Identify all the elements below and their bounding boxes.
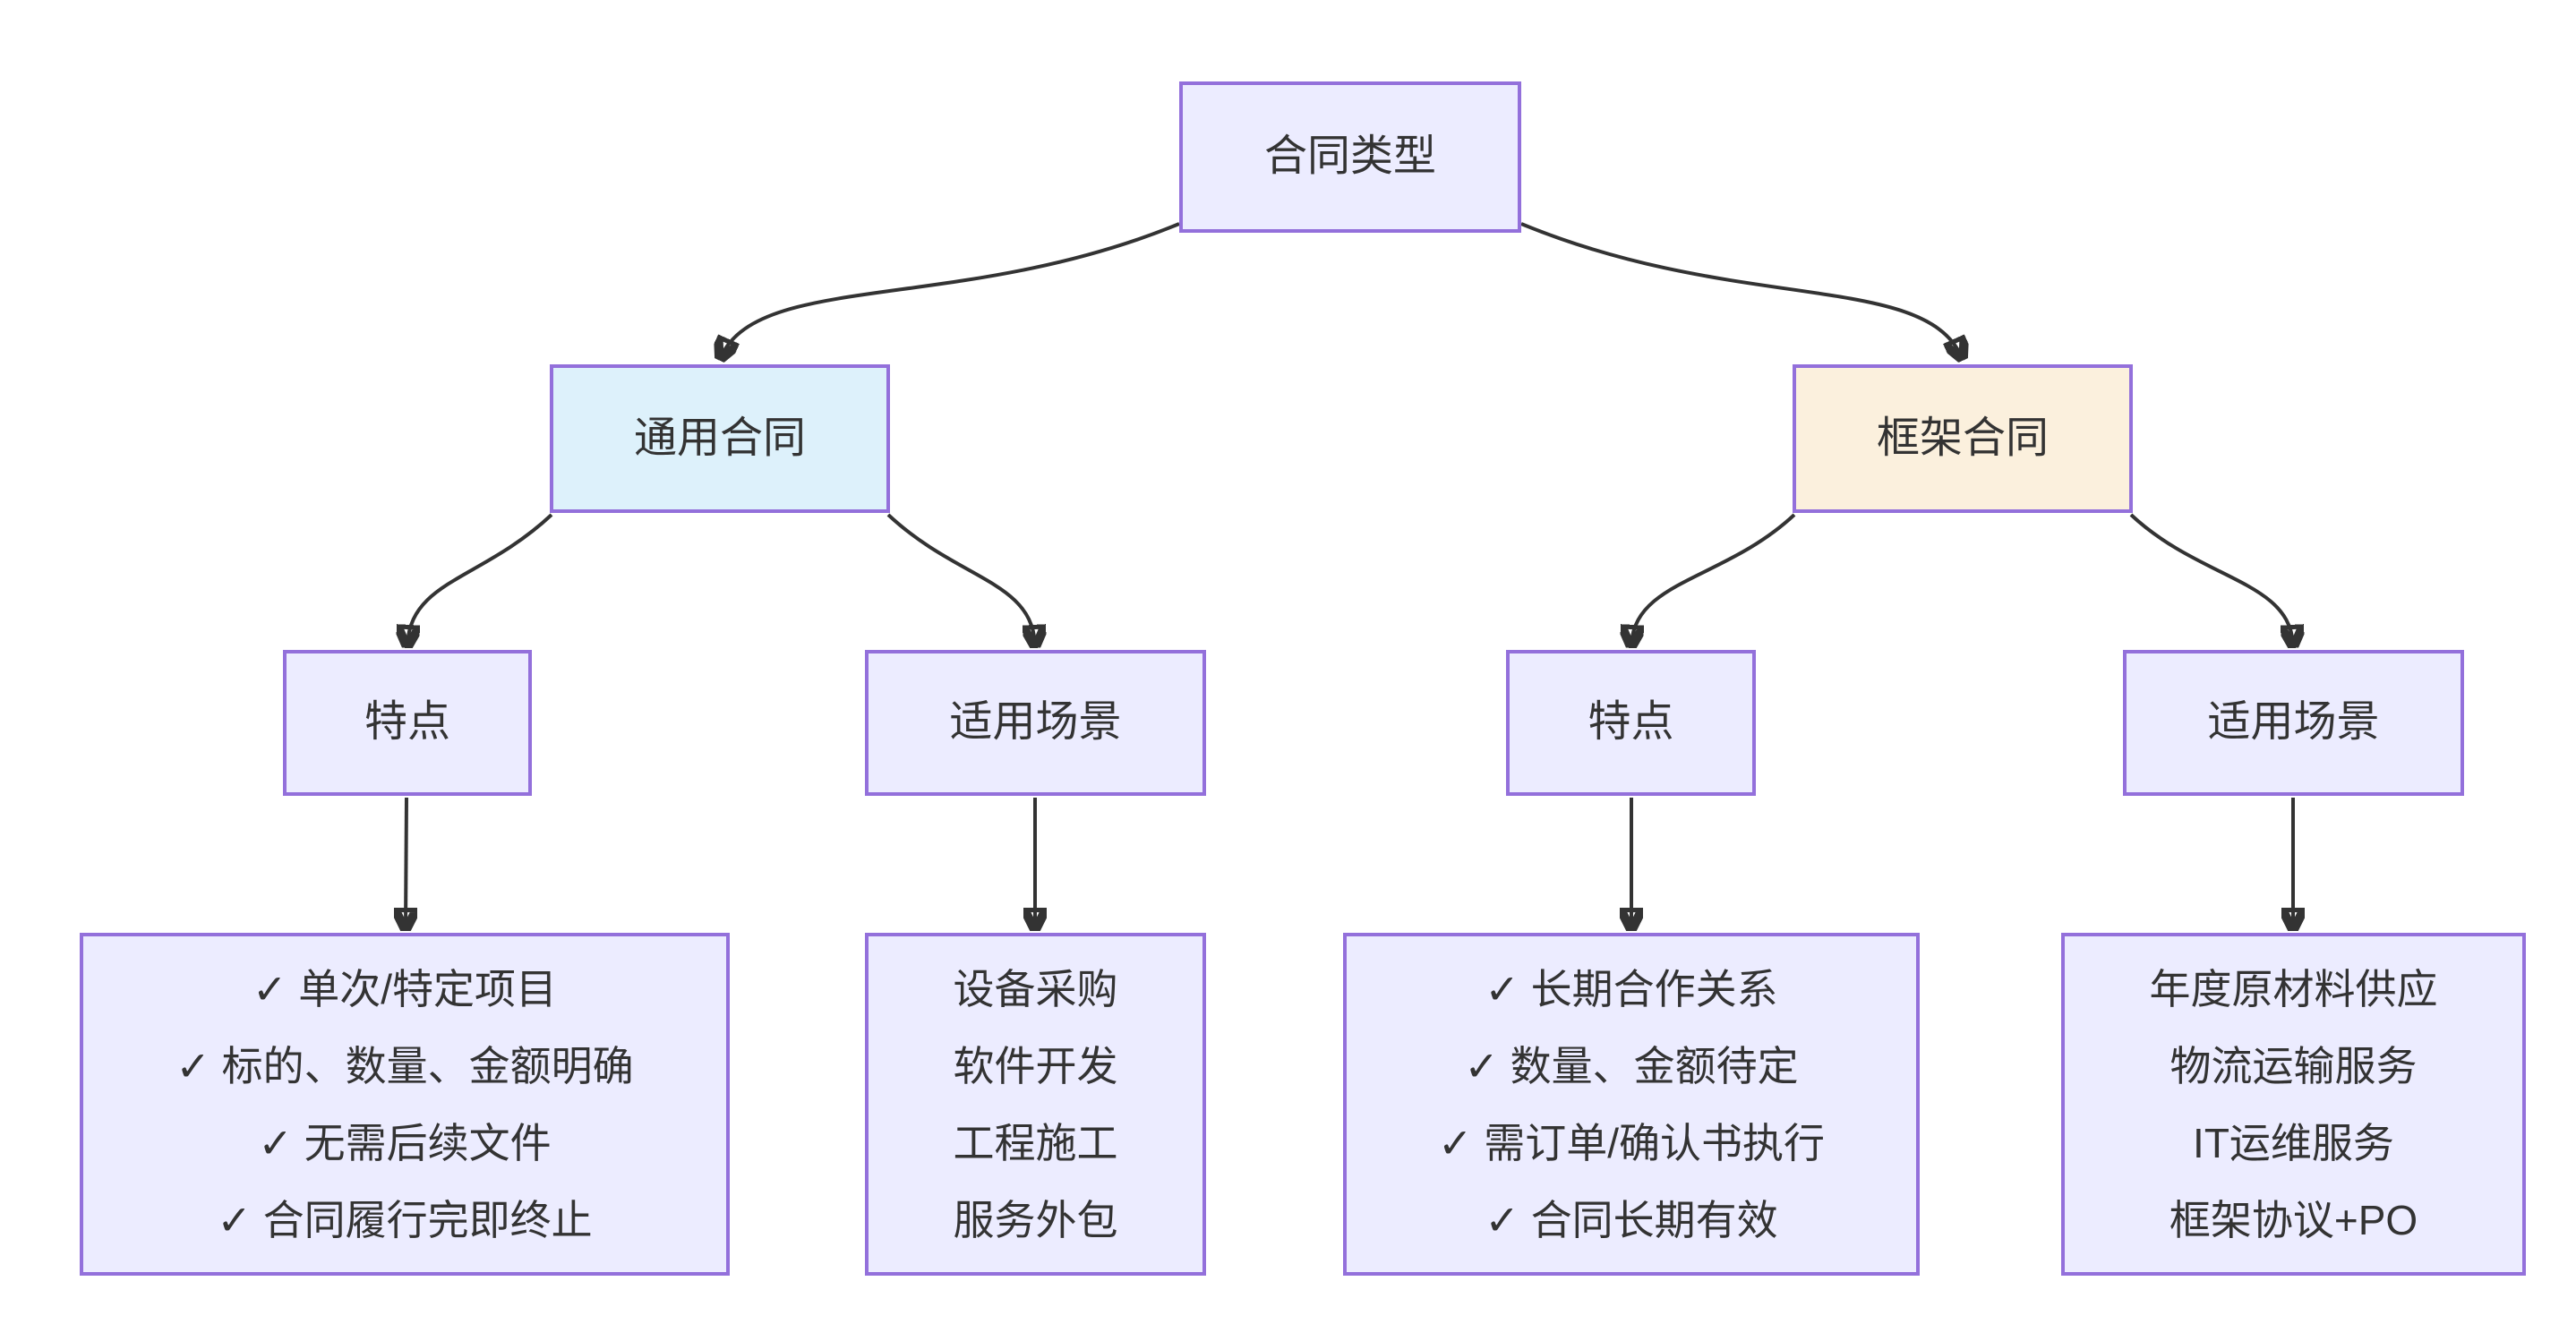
- node-framework-scenarios-title: 适用场景: [2123, 650, 2464, 796]
- detail-line: ✓ 需订单/确认书执行: [1437, 1119, 1826, 1166]
- node-framework-features-title-label: 特点: [1588, 698, 1674, 747]
- edge-root-to-general: [721, 222, 1180, 357]
- edge-general-to-scenarios: [886, 513, 1035, 645]
- detail-line: 设备采购: [953, 965, 1118, 1012]
- detail-line: 工程施工: [953, 1119, 1118, 1166]
- edge-root-to-framework: [1520, 222, 1962, 357]
- node-general-contract: 通用合同: [550, 364, 890, 513]
- node-framework-features-detail: ✓ 长期合作关系 ✓ 数量、金额待定 ✓ 需订单/确认书执行 ✓ 合同长期有效: [1343, 933, 1920, 1276]
- detail-line: 框架协议+PO: [2169, 1196, 2418, 1243]
- node-contract-type-label: 合同类型: [1263, 132, 1436, 181]
- edge-general-to-features: [407, 513, 553, 645]
- node-framework-features-title: 特点: [1506, 650, 1756, 796]
- edge-framework-to-features: [1631, 513, 1796, 645]
- detail-line: 服务外包: [953, 1196, 1118, 1243]
- detail-line: ✓ 合同长期有效: [1485, 1196, 1778, 1243]
- node-general-features-title-label: 特点: [364, 698, 450, 747]
- detail-line: ✓ 长期合作关系: [1485, 965, 1778, 1012]
- node-general-scenarios-title-label: 适用场景: [949, 698, 1122, 747]
- detail-line: ✓ 合同履行完即终止: [217, 1196, 593, 1243]
- detail-line: IT运维服务: [2193, 1119, 2394, 1166]
- detail-line: ✓ 标的、数量、金额明确: [175, 1042, 634, 1089]
- node-general-features-title: 特点: [283, 650, 532, 796]
- detail-line: ✓ 无需后续文件: [258, 1119, 552, 1166]
- detail-line: ✓ 数量、金额待定: [1464, 1042, 1799, 1089]
- node-framework-contract: 框架合同: [1793, 364, 2133, 513]
- edge-framework-to-scenarios: [2129, 513, 2293, 645]
- detail-line: 物流运输服务: [2169, 1042, 2418, 1089]
- detail-line: ✓ 单次/特定项目: [252, 965, 558, 1012]
- node-general-features-detail: ✓ 单次/特定项目 ✓ 标的、数量、金额明确 ✓ 无需后续文件 ✓ 合同履行完即…: [80, 933, 730, 1276]
- node-general-scenarios-title: 适用场景: [865, 650, 1206, 796]
- detail-line: 年度原材料供应: [2149, 965, 2438, 1012]
- node-framework-scenarios-detail: 年度原材料供应 物流运输服务 IT运维服务 框架协议+PO: [2061, 933, 2526, 1276]
- node-framework-contract-label: 框架合同: [1876, 414, 2049, 462]
- node-framework-scenarios-title-label: 适用场景: [2207, 698, 2380, 747]
- node-contract-type: 合同类型: [1179, 81, 1521, 233]
- node-general-contract-label: 通用合同: [633, 414, 806, 462]
- edge-features-to-detail-left: [406, 797, 407, 927]
- node-general-scenarios-detail: 设备采购 软件开发 工程施工 服务外包: [865, 933, 1206, 1276]
- detail-line: 软件开发: [953, 1042, 1118, 1089]
